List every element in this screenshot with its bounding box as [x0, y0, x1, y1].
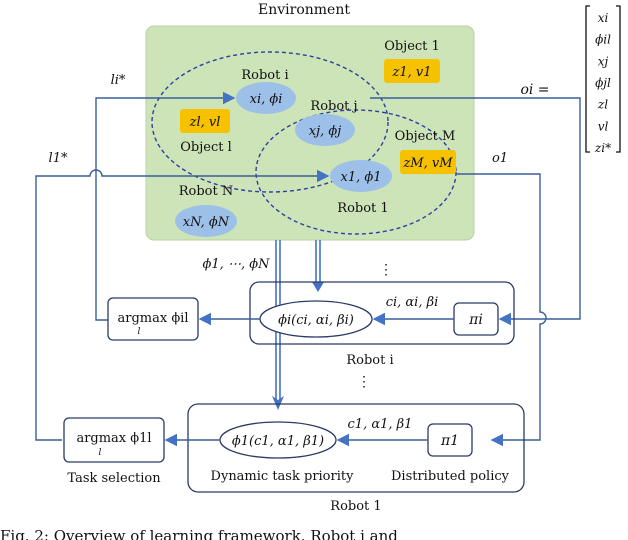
observation-entry: xi	[598, 11, 609, 25]
task-selection-caption: Task selection	[67, 471, 161, 486]
robot-n-node	[175, 205, 237, 237]
robot-1-params: c1, α1, β1	[348, 417, 413, 432]
robot-j-state: xj, ϕj	[309, 124, 342, 139]
vdots-lower: ⋮	[357, 374, 371, 390]
robot-1-module	[187, 403, 525, 493]
observation-right-bracket	[616, 5, 621, 153]
observation-entry: vl	[598, 119, 609, 133]
dynamic-priority-caption: Dynamic task priority	[211, 469, 355, 484]
robot-i-argmax: argmax ϕil	[117, 311, 188, 326]
robot-n-state: xN, ϕN	[183, 215, 230, 230]
robot-j-node	[295, 114, 355, 146]
observation-label: oi =	[520, 82, 549, 98]
robot-i-module	[249, 281, 515, 345]
robot-i-sensing-range	[151, 51, 389, 193]
robot-1-state: x1, ϕ1	[341, 170, 382, 185]
li-star-arrow	[95, 91, 236, 321]
observation-entry: ϕil	[595, 33, 611, 47]
object-1-node	[384, 59, 440, 83]
observation-oi-arrow	[370, 97, 581, 326]
robot-i-label: Robot i	[241, 68, 288, 83]
robot-j-label: Robot j	[310, 99, 357, 114]
robot-i-priority: ϕi(ci, αi, βi)	[278, 313, 354, 328]
observation-o1-arrow	[456, 173, 547, 447]
observation-entry: zi*	[594, 141, 611, 155]
robot-1-sensing-range	[255, 109, 457, 235]
robot-i-node	[236, 82, 296, 114]
object-m-state: zM, vM	[402, 156, 453, 171]
robot-i-module-label: Robot i	[346, 353, 393, 368]
robot-i-state: xi, ϕi	[250, 92, 283, 107]
object-m-label: Object M	[395, 129, 456, 144]
figure-caption: Fig. 2: Overview of learning framework. …	[0, 527, 398, 540]
object-l-label: Object l	[180, 140, 232, 155]
phi-to-robot-i-arrowhead	[312, 282, 324, 292]
vdots-upper: ⋮	[379, 262, 393, 278]
robot-1-priority: ϕ1(c1, α1, β1)	[232, 434, 324, 449]
robot-1-env-label: Robot 1	[337, 201, 388, 216]
robot-n-label: Robot N	[179, 184, 234, 199]
robot-i-params: ci, αi, βi	[386, 295, 439, 310]
robot-1-argmax-sub: l	[99, 448, 102, 458]
object-l-node	[180, 109, 230, 133]
robot-1-node	[330, 160, 392, 192]
robot-1-policy: π1	[440, 433, 459, 449]
li-star-label: li*	[111, 73, 126, 88]
observation-entry: zl	[597, 98, 608, 112]
robot-1-argmax-box	[63, 417, 165, 463]
object-1-state: z1, v1	[392, 65, 432, 80]
robot-1-argmax: argmax ϕ1l	[76, 431, 151, 446]
object-l-state: zl, vl	[189, 115, 221, 130]
l1-star-label: l1*	[49, 151, 68, 166]
observation-entry: ϕjl	[595, 76, 611, 90]
observation-vector: xi ϕil xj ϕjl zl vl zi*	[594, 11, 611, 155]
observation-entry: xj	[598, 54, 609, 68]
robot-i-policy: πi	[468, 312, 483, 328]
robot-1-module-label: Robot 1	[330, 499, 381, 514]
robot-i-argmax-box	[107, 297, 199, 341]
object-1-label: Object 1	[384, 39, 440, 54]
phi-broadcast-arrowhead	[272, 396, 284, 410]
o1-label: o1	[492, 151, 508, 166]
robot-i-argmax-sub: l	[138, 327, 141, 337]
object-m-node	[400, 150, 456, 174]
l1-star-arrow	[35, 169, 330, 441]
observation-left-bracket	[585, 5, 590, 153]
distributed-policy-caption: Distributed policy	[391, 469, 510, 484]
environment-title: Environment	[258, 2, 350, 18]
phi-all-label: ϕ1, ⋯, ϕN	[203, 257, 271, 272]
